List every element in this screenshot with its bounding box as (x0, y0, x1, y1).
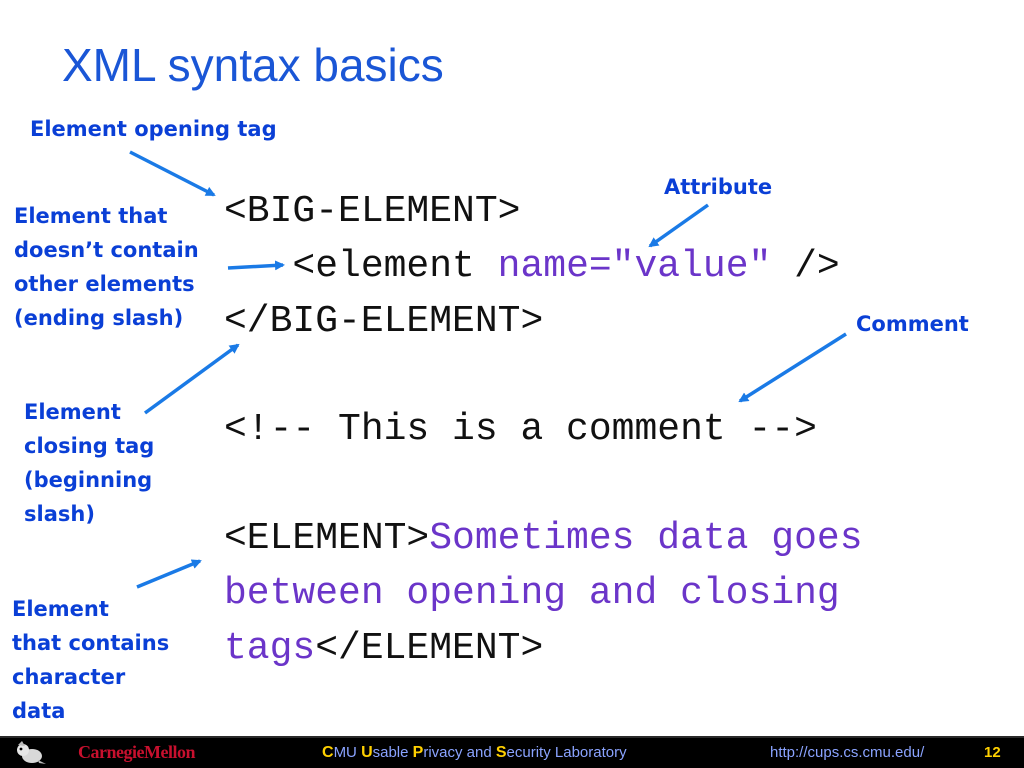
label-comment: Comment (856, 312, 969, 336)
lab-name-text: rivacy and (423, 744, 496, 761)
label-char-data-line: Element (12, 597, 109, 621)
code-line-5: <ELEMENT>Sometimes data goes (224, 511, 863, 567)
code-element-tag: <element (224, 245, 498, 288)
code-line-3: </BIG-ELEMENT> (224, 300, 544, 343)
footer-bar (0, 738, 1024, 768)
label-no-children-line: Element that (14, 204, 168, 228)
arrow-closing-tag (143, 343, 240, 415)
label-closing-tag-line: slash) (24, 502, 95, 526)
footer-url[interactable]: http://cups.cs.cmu.edu/ (770, 744, 925, 761)
arrow-char-data (136, 559, 202, 589)
lab-name-initial: C (322, 744, 334, 761)
label-char-data-line: data (12, 699, 66, 723)
code-char-data-end: tags (224, 627, 316, 670)
cmu-logo: CarnegieMellon (78, 742, 195, 762)
slide-title: XML syntax basics (62, 39, 444, 91)
label-no-children-line: other elements (14, 272, 195, 296)
code-comment-line: <!-- This is a comment --> (224, 408, 817, 451)
footer-divider (0, 736, 1024, 738)
code-self-close: /> (771, 245, 840, 288)
code-line-6: between opening and closing (224, 572, 840, 615)
arrow-attribute (648, 203, 710, 248)
label-closing-tag-line: Element (24, 400, 121, 424)
lab-name-text: sable (372, 744, 413, 761)
arrow-comment (738, 332, 847, 403)
lab-name-text: MU (333, 744, 362, 761)
code-attribute: name="value" (497, 245, 772, 288)
annotation-arrows (129, 150, 847, 589)
code-line-7: tags</ELEMENT> (224, 621, 543, 677)
lab-name-text: ecurity Laboratory (506, 744, 627, 761)
code-close-tag: </ELEMENT> (315, 627, 544, 670)
code-line-2: <element name="value" /> (224, 239, 840, 295)
label-no-children-line: (ending slash) (14, 306, 184, 330)
lab-name: CMU Usable Privacy and Security Laborato… (322, 744, 627, 762)
arrow-opening-tag (129, 150, 216, 197)
code-line-1: <BIG-ELEMENT> (224, 190, 521, 233)
label-opening-tag: Element opening tag (30, 117, 277, 141)
code-open-tag: <ELEMENT> (224, 517, 430, 560)
label-closing-tag-line: (beginning (24, 468, 153, 492)
label-char-data-line: character (12, 665, 126, 689)
arrow-no-children (227, 260, 285, 271)
label-attribute: Attribute (664, 175, 773, 199)
lab-name-initial: P (412, 744, 424, 761)
code-char-data: Sometimes data goes (429, 517, 863, 560)
label-no-children-line: doesn’t contain (14, 238, 199, 262)
lab-name-initial: S (495, 744, 507, 761)
label-char-data-line: that contains (12, 631, 170, 655)
label-closing-tag-line: closing tag (24, 434, 155, 458)
page-number: 12 (984, 744, 1001, 761)
lab-name-initial: U (361, 744, 373, 761)
lab-mascot-icon (17, 741, 46, 764)
